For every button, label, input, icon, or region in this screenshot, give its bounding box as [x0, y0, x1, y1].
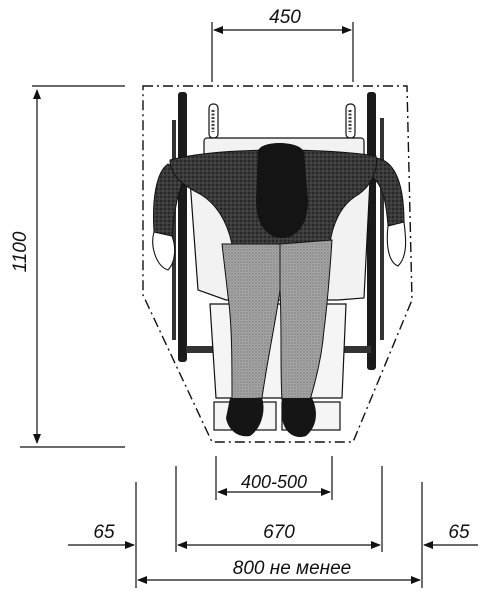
left-shoe — [226, 398, 264, 437]
left-hand — [152, 231, 176, 271]
head — [256, 143, 308, 238]
left-wheel — [178, 92, 187, 362]
dim-top-width-label: 450 — [269, 7, 301, 28]
right-shoe — [282, 398, 316, 438]
dim-side-right-label: 65 — [448, 522, 470, 543]
dim-height-label: 1100 — [10, 231, 31, 272]
person — [152, 143, 407, 438]
right-wheel — [367, 92, 376, 370]
dim-foot-width-label: 400-500 — [241, 472, 307, 492]
dim-inner-width-label: 670 — [263, 522, 295, 543]
dim-total-width-label: 800 не менее — [233, 558, 351, 579]
envelope-outline — [142, 85, 413, 443]
dim-foot-width — [215, 456, 333, 500]
dim-side-left-label: 65 — [93, 522, 115, 543]
dim-top-width — [211, 22, 354, 82]
right-leg — [279, 239, 333, 401]
dim-chain — [68, 466, 478, 588]
dim-height — [20, 85, 125, 448]
right-hand — [386, 221, 407, 267]
